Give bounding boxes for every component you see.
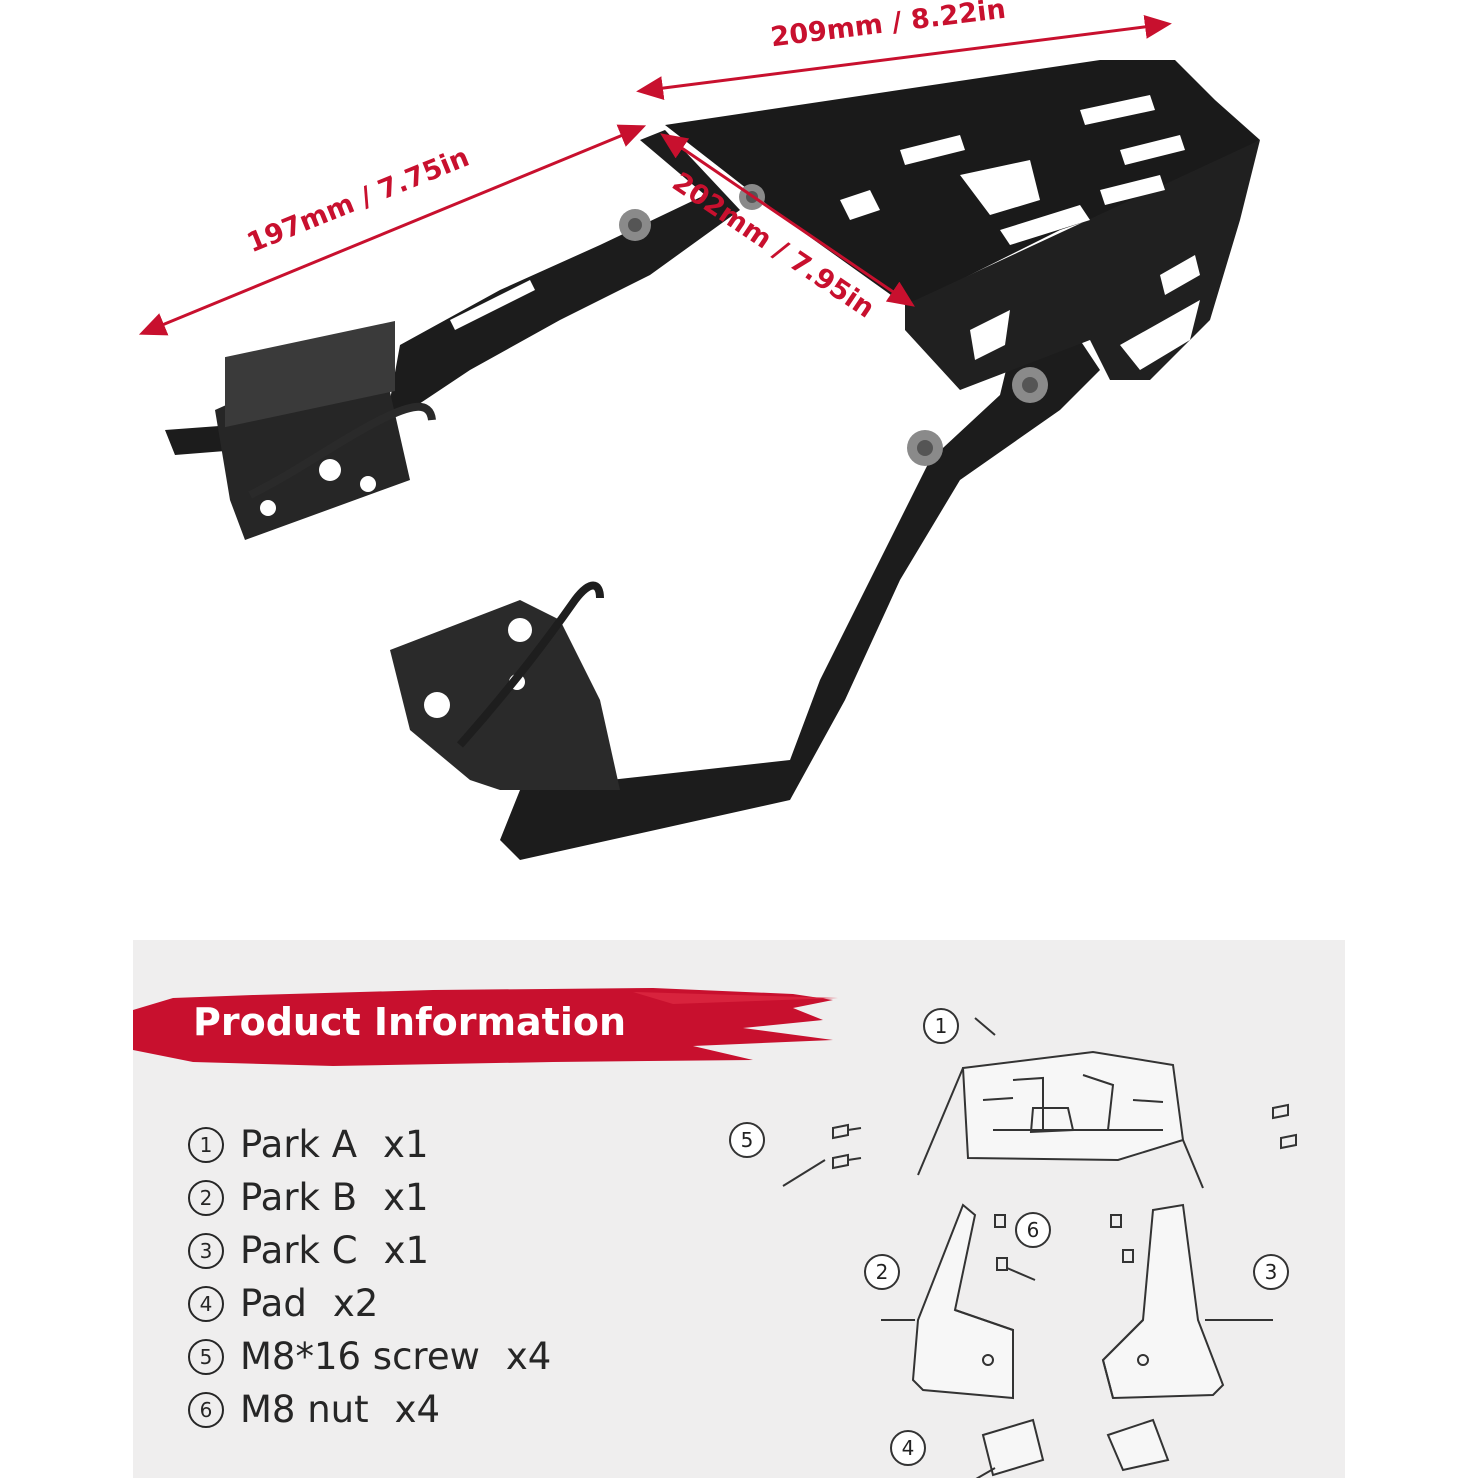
diagram-nut — [994, 1214, 1006, 1228]
bracket-hole — [319, 459, 341, 481]
list-item: 2 Park B x1 — [188, 1171, 551, 1224]
diagram-nut — [1110, 1214, 1122, 1228]
list-item: 6 M8 nut x4 — [188, 1383, 551, 1436]
part-name: M8*16 screw — [240, 1335, 480, 1378]
section-heading: Product Information — [193, 1000, 627, 1044]
rack-top-plate — [665, 60, 1260, 305]
diagram-part-c — [1101, 1203, 1225, 1400]
part-number: 1 — [188, 1126, 224, 1163]
part-number: 3 — [188, 1232, 224, 1269]
callout-6: 6 — [1015, 1212, 1051, 1248]
diagram-screw — [832, 1123, 862, 1140]
diagram-nut — [1122, 1249, 1134, 1263]
part-name: Park A — [240, 1123, 358, 1166]
list-item: 3 Park C x1 — [188, 1224, 551, 1277]
plate-cutouts — [450, 95, 1200, 650]
diagram-pad — [1106, 1418, 1170, 1472]
part-name: Pad — [240, 1282, 307, 1325]
part-number: 2 — [188, 1179, 224, 1216]
callout-3: 3 — [1253, 1254, 1289, 1290]
parts-list: 1 Park A x1 2 Park B x1 3 Park C x1 4 Pa… — [188, 1118, 551, 1436]
diagram-screw — [1272, 1103, 1289, 1120]
callout-5: 5 — [729, 1122, 765, 1158]
diagram-part-a — [961, 1050, 1185, 1162]
callout-4: 4 — [890, 1430, 926, 1466]
part-qty: x4 — [394, 1388, 441, 1431]
hook-wire — [248, 402, 436, 499]
list-item: 1 Park A x1 — [188, 1118, 551, 1171]
part-qty: x1 — [383, 1176, 429, 1219]
part-qty: x2 — [332, 1282, 379, 1325]
product-info-panel: Product Information 1 Park A x1 2 Park B… — [133, 940, 1345, 1478]
list-item: 5 M8*16 screw x4 — [188, 1330, 551, 1383]
left-bracket-plate — [225, 321, 395, 428]
bracket-hole — [424, 692, 450, 718]
brush-stroke-banner — [133, 988, 838, 1066]
dimension-arrow-length — [138, 124, 647, 336]
part-name: Park B — [240, 1176, 358, 1219]
part-number: 4 — [188, 1285, 224, 1322]
part-qty: x1 — [383, 1229, 429, 1272]
callout-2: 2 — [864, 1254, 900, 1290]
bracket-hole — [508, 618, 532, 642]
part-qty: x1 — [383, 1123, 429, 1166]
hook-wire — [457, 581, 604, 748]
part-name: Park C — [240, 1229, 358, 1272]
diagram-screw — [1280, 1133, 1297, 1150]
bracket-hole — [360, 476, 376, 492]
diagram-pad — [981, 1418, 1045, 1477]
part-qty: x4 — [505, 1335, 552, 1378]
diagram-screw — [832, 1153, 862, 1170]
part-number: 6 — [188, 1391, 224, 1428]
callout-1: 1 — [923, 1008, 959, 1044]
diagram-part-b — [911, 1203, 1014, 1400]
diagram-nut — [996, 1257, 1008, 1271]
dimension-arrow-depth — [660, 133, 915, 307]
product-photo — [138, 14, 1260, 860]
part-name: M8 nut — [240, 1388, 369, 1431]
part-number: 5 — [188, 1338, 224, 1375]
dimension-arrow-width — [636, 14, 1172, 101]
bracket-hole — [260, 500, 276, 516]
list-item: 4 Pad x2 — [188, 1277, 551, 1330]
exploded-diagram — [782, 1017, 1297, 1478]
